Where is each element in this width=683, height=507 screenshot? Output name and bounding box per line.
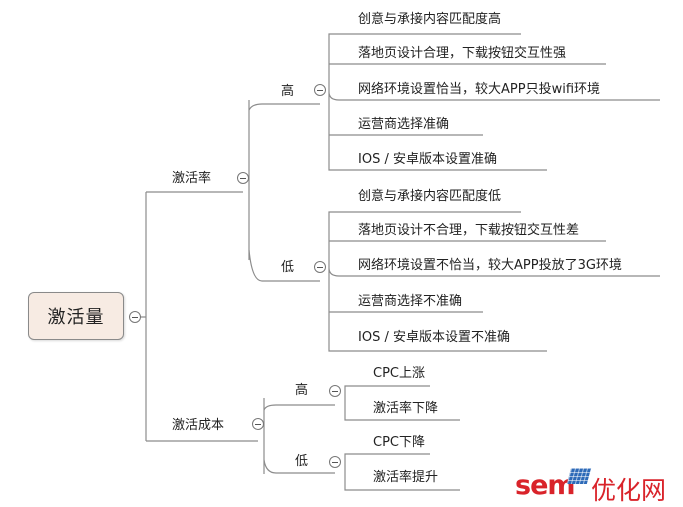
activation-rate-collapse-icon[interactable] [237, 172, 249, 184]
rate-low-item-5[interactable]: IOS / 安卓版本设置不准确 [358, 330, 510, 345]
activation-cost-collapse-icon[interactable] [252, 418, 264, 430]
activation-cost-label[interactable]: 激活成本 [172, 418, 225, 433]
activation-cost-low-label[interactable]: 低 [295, 454, 309, 469]
root-label: 激活量 [47, 307, 105, 328]
rate-low-item-3[interactable]: 网络环境设置不恰当，较大APP投放了3G环境 [358, 258, 622, 273]
rate-high-item-3[interactable]: 网络环境设置恰当，较大APP只投wifi环境 [358, 82, 601, 97]
connector-cost-low-leaves [344, 453, 460, 491]
activation-rate-low-collapse-icon[interactable] [314, 261, 326, 273]
cost-high-item-2[interactable]: 激活率下降 [373, 401, 439, 416]
rate-low-item-2[interactable]: 落地页设计不合理，下载按钮交互性差 [358, 223, 580, 238]
root-collapse-icon[interactable] [129, 311, 141, 323]
connector-cost-high-leaves [344, 385, 460, 421]
connector-cost-low [263, 459, 335, 474]
cost-low-item-1[interactable]: CPC下降 [373, 435, 425, 450]
watermark-logo: sem 优化网 [511, 468, 681, 505]
connector-rate-high [248, 103, 320, 111]
activation-rate-high-collapse-icon[interactable] [314, 84, 326, 96]
watermark-grid-icon [566, 468, 592, 484]
rate-high-item-4[interactable]: 运营商选择准确 [358, 117, 450, 132]
connector-rate-high-leaves [328, 33, 660, 171]
root-node[interactable]: 激活量 [28, 292, 124, 340]
activation-rate-label[interactable]: 激活率 [172, 171, 212, 186]
rate-low-item-4[interactable]: 运营商选择不准确 [358, 294, 463, 309]
connector-rate-low [248, 249, 320, 282]
rate-low-item-1[interactable]: 创意与承接内容匹配度低 [358, 189, 502, 204]
connector-rate-low-leaves [328, 211, 660, 352]
rate-high-item-1[interactable]: 创意与承接内容匹配度高 [358, 12, 502, 27]
activation-rate-high-label[interactable]: 高 [281, 84, 295, 99]
activation-cost-high-label[interactable]: 高 [295, 383, 309, 398]
cost-high-item-1[interactable]: CPC上涨 [373, 366, 425, 381]
activation-rate-low-label[interactable]: 低 [281, 260, 295, 275]
activation-cost-low-collapse-icon[interactable] [329, 456, 341, 468]
watermark-cjk: 优化网 [591, 476, 667, 505]
cost-low-item-2[interactable]: 激活率提升 [373, 470, 439, 485]
connector-cost-high [263, 404, 335, 411]
rate-high-item-2[interactable]: 落地页设计合理，下载按钮交互性强 [358, 46, 567, 61]
rate-high-item-5[interactable]: IOS / 安卓版本设置准确 [358, 152, 497, 167]
activation-cost-high-collapse-icon[interactable] [329, 385, 341, 397]
watermark-latin: sem [515, 470, 576, 501]
